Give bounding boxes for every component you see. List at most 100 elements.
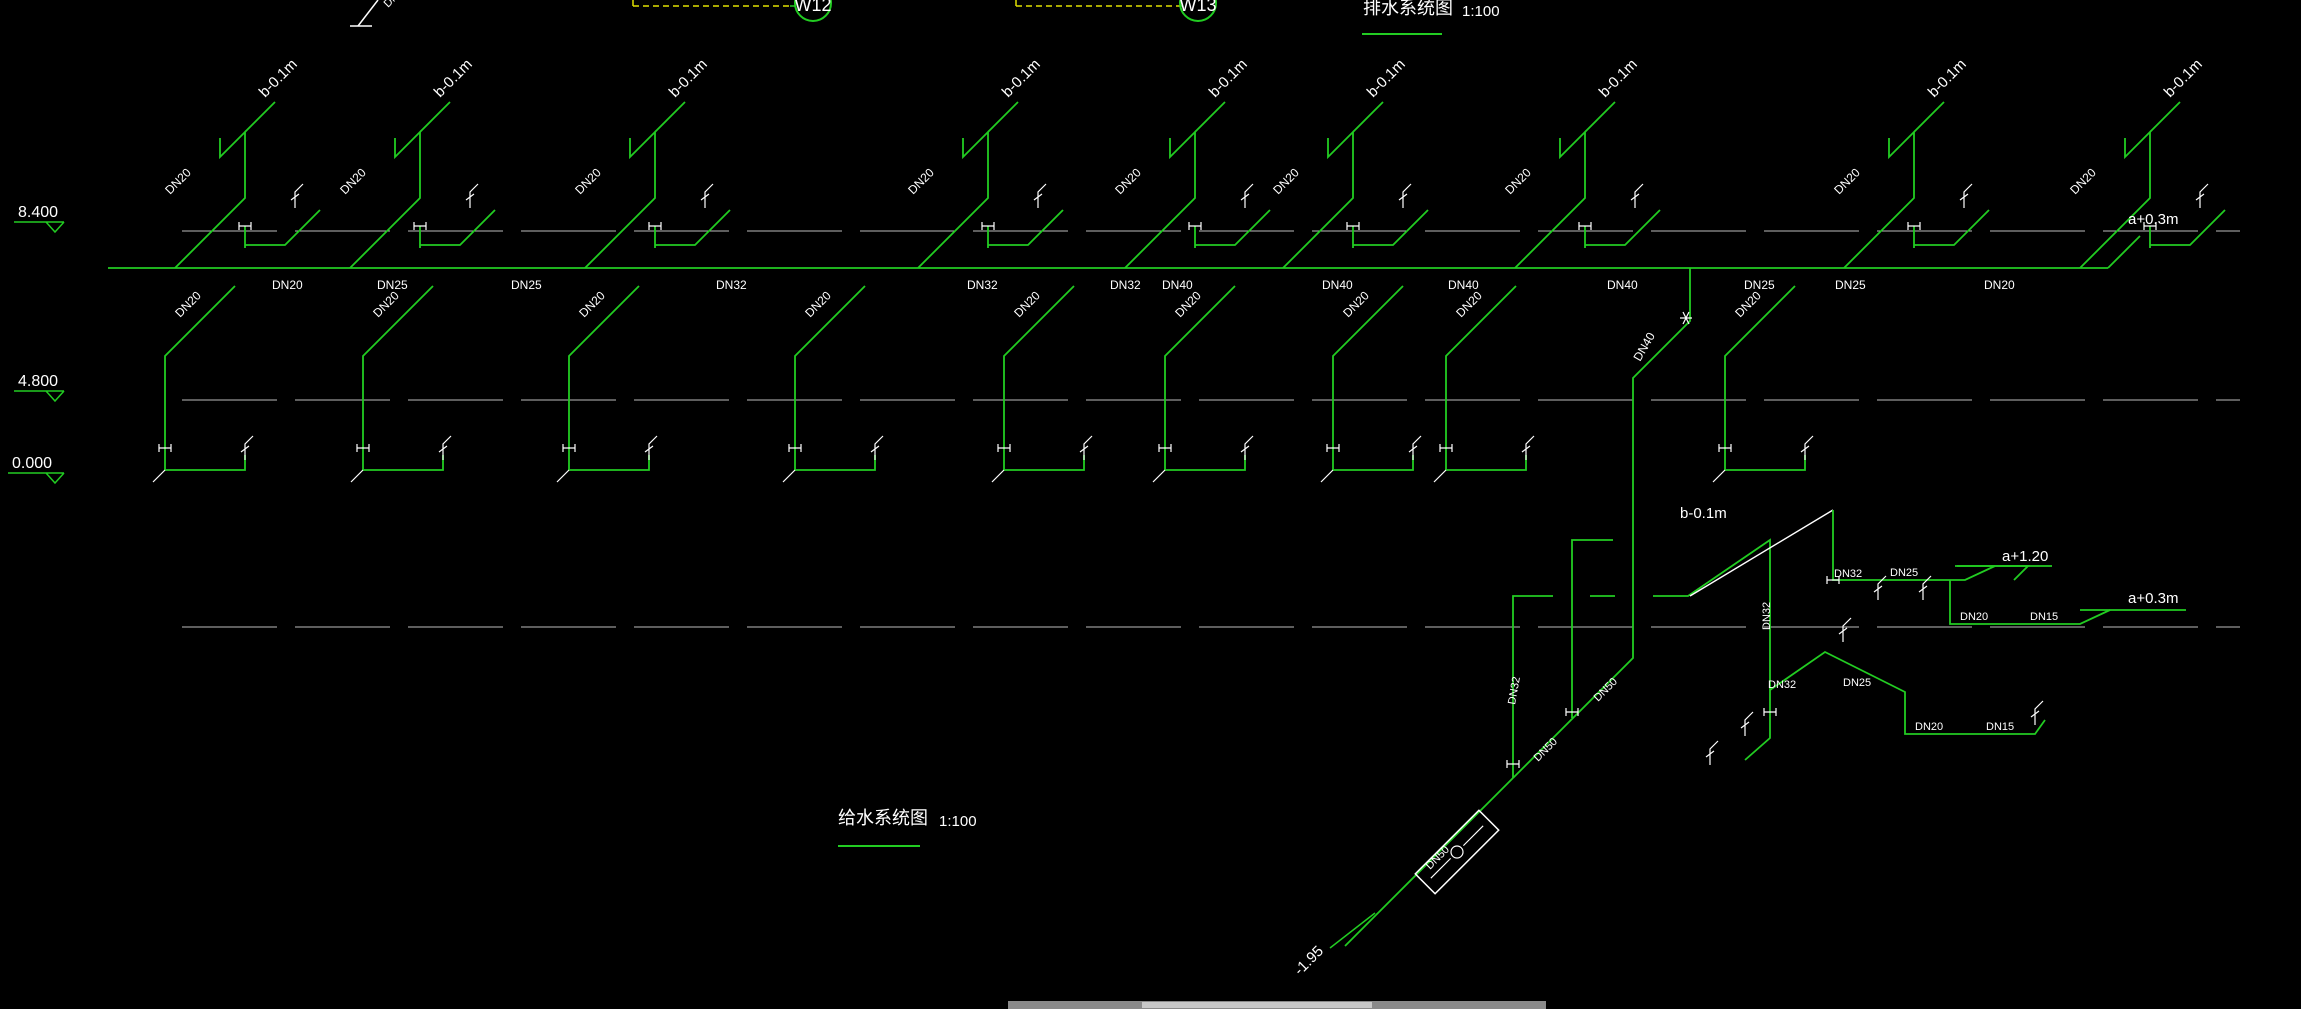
- upper-faucet: [1240, 183, 1254, 208]
- floor-riser-foot: [556, 469, 570, 483]
- upper-slope-leader: [987, 101, 1019, 133]
- upper-fixture-branch: [2150, 209, 2226, 246]
- floor-faucet: [1521, 435, 1535, 460]
- main-pipe-size-label: DN32: [716, 278, 747, 292]
- tag-w13: W13: [1179, 0, 1216, 15]
- upper-valve: [413, 222, 427, 230]
- floor-faucet: [1079, 435, 1093, 460]
- scrollbar-thumb[interactable]: [1142, 1002, 1372, 1008]
- floor-faucet: [438, 435, 452, 460]
- riser-valve: [788, 444, 802, 452]
- upper-valve: [1346, 222, 1360, 230]
- upper-fixture-branch: [1353, 209, 1429, 246]
- main-pipe-size-label: DN32: [967, 278, 998, 292]
- upper-faucet: [1630, 183, 1644, 208]
- floor-riser-foot: [350, 469, 364, 483]
- lower-dn20-label: DN20: [1960, 611, 1988, 623]
- riser-valve: [997, 444, 1011, 452]
- lower-branch-b: [1769, 650, 2046, 735]
- main-pipe-size-label: DN20: [1984, 278, 2015, 292]
- lower-valve: [1565, 708, 1579, 716]
- lower-dn15-label: DN15: [2030, 611, 2058, 623]
- lower-dn32-label: DN32: [1834, 568, 1862, 580]
- upper-valve: [238, 222, 252, 230]
- upper-fixture-branch: [1195, 209, 1271, 246]
- lower-right-branch: [1653, 538, 1771, 761]
- upper-fixture-branch: [655, 209, 731, 246]
- floor-faucet: [644, 435, 658, 460]
- upper-faucet: [1959, 183, 1973, 208]
- elevation-markers: 8.400 4.800 0.000: [8, 204, 65, 485]
- main-pipe-size-label: DN25: [377, 278, 408, 292]
- upper-slope-leader: [1194, 101, 1226, 133]
- floor-faucet: [870, 435, 884, 460]
- upper-valve: [2143, 222, 2157, 230]
- main-pipe-size-label: DN40: [1322, 278, 1353, 292]
- upper-fixture-branch: [988, 209, 1064, 246]
- dn50-mid-riser: [1571, 539, 1613, 718]
- header-fragments: DN0 W12 W13 排水系统图 1:100: [350, 0, 1500, 35]
- water-supply-title: 给水系统图: [838, 808, 928, 828]
- riser-valve: [1158, 444, 1172, 452]
- lower-faucet: [1740, 711, 1754, 736]
- elevation-4800: 4.800: [18, 373, 58, 390]
- dn40-main-riser: [1512, 268, 1691, 779]
- riser-valve: [1326, 444, 1340, 452]
- floor-riser: [1332, 285, 1404, 470]
- riser-check-valve: [1680, 311, 1692, 325]
- floor-faucet: [1240, 435, 1254, 460]
- underground-inlet-pipe: [1344, 777, 1514, 947]
- upper-fixture-branch: [420, 209, 496, 246]
- upper-valve: [1188, 222, 1202, 230]
- floor-riser-foot: [1152, 469, 1166, 483]
- floor-faucet: [1800, 435, 1814, 460]
- drainage-scale: 1:100: [1462, 3, 1500, 20]
- main-pipe-size-label: DN20: [272, 278, 303, 292]
- upper-fixture-branch: [245, 209, 321, 246]
- floor-riser: [1445, 285, 1517, 470]
- main-supply-pipe-end: [2107, 235, 2141, 269]
- upper-slope-leader: [1913, 101, 1945, 133]
- floor-riser-foot: [152, 469, 166, 483]
- main-pipe-size-label: DN40: [1607, 278, 1638, 292]
- floor-riser-foot: [782, 469, 796, 483]
- lower-valve: [1826, 576, 1840, 584]
- upper-faucet: [1398, 183, 1412, 208]
- lower-valve: [1506, 760, 1520, 768]
- floor-riser: [1164, 285, 1236, 470]
- tag-circle-w12: [794, 0, 832, 22]
- lower-faucet: [1705, 740, 1719, 765]
- fragment-label: DN0: [382, 0, 406, 10]
- lower-dn25b-label: DN25: [1843, 677, 1871, 689]
- floor-riser-foot: [1712, 469, 1726, 483]
- lower-faucet: [1838, 617, 1852, 642]
- lower-faucet: [1873, 575, 1887, 600]
- floor-faucet: [240, 435, 254, 460]
- upper-valve: [648, 222, 662, 230]
- upper-fixture-branch: [1914, 209, 1990, 246]
- riser-valve: [356, 444, 370, 452]
- upper-slope-leader: [1584, 101, 1616, 133]
- floor-riser: [164, 285, 236, 470]
- upper-faucet: [2195, 183, 2209, 208]
- upper-slope-leader: [419, 101, 451, 133]
- upper-fixture-branch: [1585, 209, 1661, 246]
- upper-slope-leader: [1352, 101, 1384, 133]
- water-supply-scale: 1:100: [939, 813, 977, 830]
- upper-valve: [981, 222, 995, 230]
- upper-faucet: [465, 183, 479, 208]
- horizontal-scrollbar[interactable]: [1008, 1001, 1546, 1009]
- drainage-title: 排水系统图: [1363, 0, 1453, 18]
- upper-slope-leader: [654, 101, 686, 133]
- lower-faucet: [2030, 700, 2044, 725]
- floor-riser: [568, 285, 640, 470]
- elevation-a-120: a+1.20: [2002, 548, 2048, 565]
- lower-dn25-label: DN25: [1890, 567, 1918, 579]
- lower-dn32-vertical-label: DN32: [1761, 602, 1773, 630]
- riser-valve: [562, 444, 576, 452]
- tag-w12: W12: [794, 0, 831, 15]
- lower-slope-connector: [1689, 509, 1834, 597]
- floor-reference-lines: [182, 230, 2240, 628]
